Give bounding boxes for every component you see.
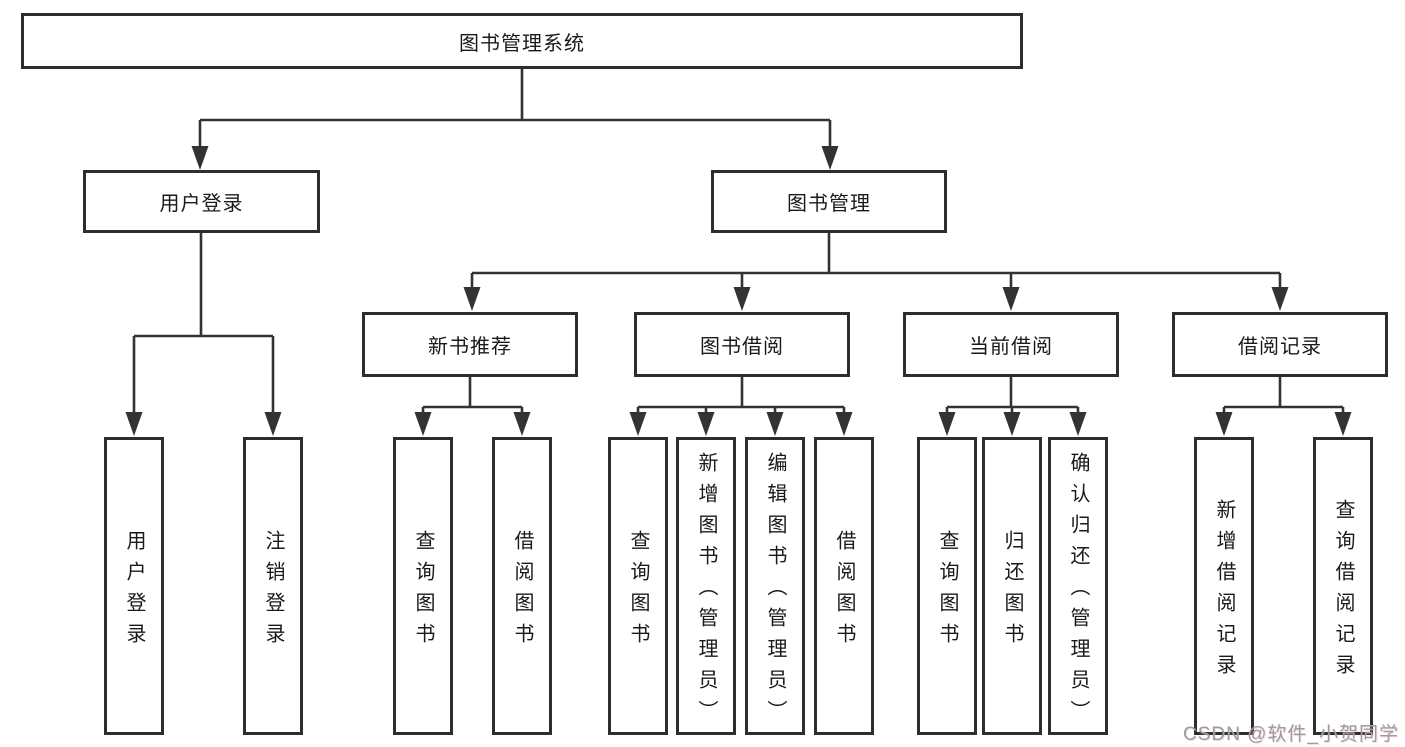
leaf-borrowing-edit-books-admin: 编辑图书（管理员） xyxy=(745,437,805,735)
node-new-book-recommend: 新书推荐 xyxy=(362,312,578,377)
node-label: 查询借阅记录 xyxy=(1332,498,1354,685)
node-label: 借阅记录 xyxy=(1238,336,1322,358)
node-label: 图书管理系统 xyxy=(459,32,585,55)
watermark: CSDN @软件_小贺同学 xyxy=(1183,724,1399,745)
connector-user-login-children xyxy=(125,233,282,436)
arrow-down-icon xyxy=(733,287,751,311)
node-user-login: 用户登录 xyxy=(83,170,320,233)
node-label: 确认归还（管理员） xyxy=(1067,452,1089,731)
node-label: 图书管理 xyxy=(787,193,871,215)
arrow-down-icon xyxy=(835,412,853,436)
connector-book-borrowing-children xyxy=(629,377,853,436)
leaf-current-return-books: 归还图书 xyxy=(982,437,1042,735)
node-book-borrowing: 图书借阅 xyxy=(634,312,850,377)
node-book-management: 图书管理 xyxy=(711,170,947,233)
arrow-down-icon xyxy=(1215,412,1233,436)
arrow-down-icon xyxy=(697,412,715,436)
node-label: 新书推荐 xyxy=(428,336,512,358)
leaf-borrowing-borrow-books: 借阅图书 xyxy=(814,437,874,735)
node-library-management-system: 图书管理系统 xyxy=(21,13,1023,69)
node-label: 用户登录 xyxy=(123,529,145,654)
arrow-down-icon xyxy=(1003,412,1021,436)
node-current-borrowing: 当前借阅 xyxy=(903,312,1119,377)
leaf-records-add-record: 新增借阅记录 xyxy=(1194,437,1254,735)
arrow-down-icon xyxy=(1069,412,1087,436)
connector-root-to-level2 xyxy=(191,69,839,170)
arrow-down-icon xyxy=(191,146,209,170)
leaf-records-query-record: 查询借阅记录 xyxy=(1313,437,1373,735)
leaf-user-login: 用户登录 xyxy=(104,437,164,735)
node-label: 新增图书（管理员） xyxy=(695,452,717,731)
node-label: 借阅图书 xyxy=(511,529,533,654)
arrow-down-icon xyxy=(938,412,956,436)
leaf-recommend-borrow-books: 借阅图书 xyxy=(492,437,552,735)
leaf-current-query-books: 查询图书 xyxy=(917,437,977,735)
leaf-borrowing-add-books-admin: 新增图书（管理员） xyxy=(676,437,736,735)
connector-new-book-recommend-children xyxy=(414,377,531,436)
connector-current-borrowing-children xyxy=(938,377,1087,436)
node-label: 编辑图书（管理员） xyxy=(764,452,786,731)
node-label: 注销登录 xyxy=(262,529,284,654)
arrow-down-icon xyxy=(766,412,784,436)
node-label: 查询图书 xyxy=(412,529,434,654)
arrow-down-icon xyxy=(1271,287,1289,311)
node-label: 归还图书 xyxy=(1001,529,1023,654)
node-label: 新增借阅记录 xyxy=(1213,498,1235,685)
node-label: 当前借阅 xyxy=(969,336,1053,358)
arrow-down-icon xyxy=(414,412,432,436)
arrow-down-icon xyxy=(463,287,481,311)
node-label: 图书借阅 xyxy=(700,336,784,358)
leaf-recommend-query-books: 查询图书 xyxy=(393,437,453,735)
arrow-down-icon xyxy=(1002,287,1020,311)
leaf-logout: 注销登录 xyxy=(243,437,303,735)
node-label: 借阅图书 xyxy=(833,529,855,654)
arrow-down-icon xyxy=(264,412,282,436)
connector-book-management-children xyxy=(463,233,1289,311)
node-borrowing-records: 借阅记录 xyxy=(1172,312,1388,377)
node-label: 用户登录 xyxy=(159,193,244,215)
arrow-down-icon xyxy=(821,146,839,170)
leaf-borrowing-query-books: 查询图书 xyxy=(608,437,668,735)
arrow-down-icon xyxy=(629,412,647,436)
arrow-down-icon xyxy=(1334,412,1352,436)
connector-borrowing-records-children xyxy=(1215,377,1352,436)
leaf-current-confirm-return-admin: 确认归还（管理员） xyxy=(1048,437,1108,735)
node-label: 查询图书 xyxy=(936,529,958,654)
arrow-down-icon xyxy=(125,412,143,436)
arrow-down-icon xyxy=(513,412,531,436)
node-label: 查询图书 xyxy=(627,529,649,654)
